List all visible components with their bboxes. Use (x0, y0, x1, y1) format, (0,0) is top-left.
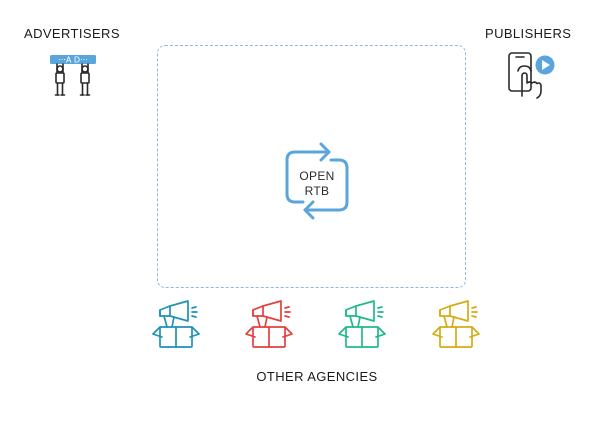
billboard-workers-icon: ···A D··· (50, 55, 96, 96)
megaphone-box-icon (432, 300, 480, 348)
open-rtb-line2: RTB (304, 184, 330, 198)
publishers-label: PUBLISHERS (485, 26, 572, 41)
other-agencies-label: OTHER AGENCIES (256, 369, 378, 384)
megaphone-box-icon (338, 300, 386, 348)
advertisers-label: ADVERTISERS (24, 26, 120, 41)
megaphone-box-icon (152, 300, 200, 348)
touch-phone-play-icon (508, 52, 555, 99)
sync-arrows-icon (285, 142, 349, 220)
open-rtb-label: OPEN RTB (283, 169, 351, 199)
exchange-area (157, 45, 466, 288)
megaphone-box-icon (245, 300, 293, 348)
open-rtb-line1: OPEN (299, 169, 335, 183)
billboard-text: ···A D··· (58, 56, 87, 65)
